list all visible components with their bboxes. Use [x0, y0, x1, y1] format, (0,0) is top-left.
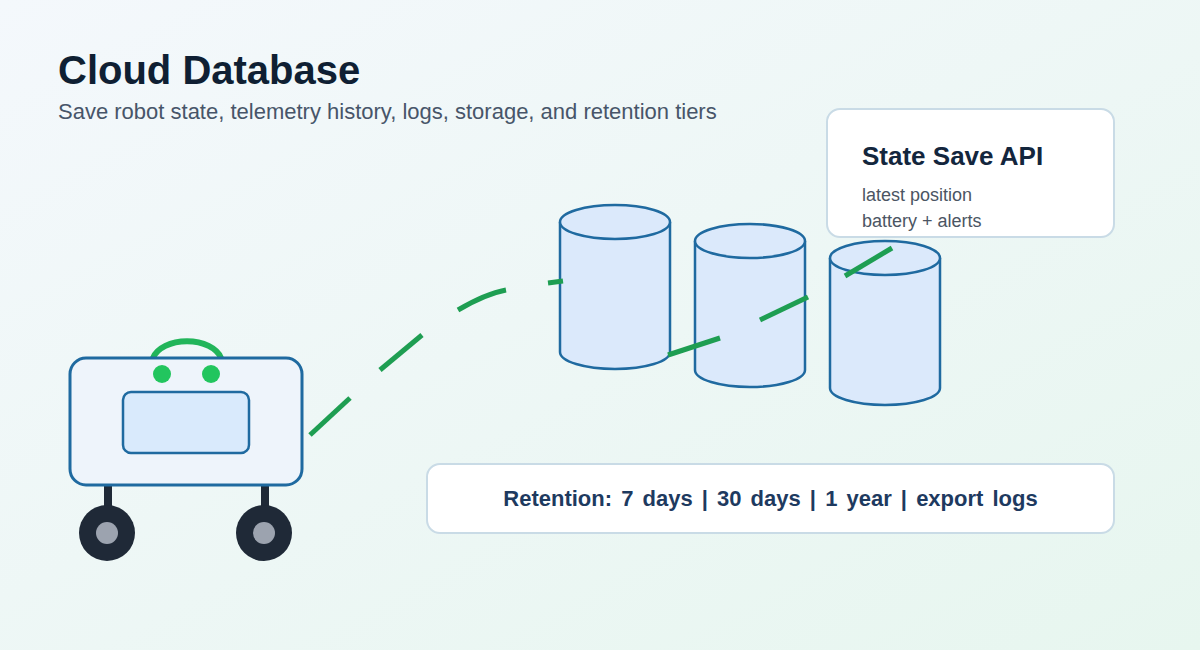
flow-dash	[380, 335, 422, 370]
flow-dash	[845, 248, 892, 276]
flow-dash	[548, 281, 563, 283]
robot-wheel	[236, 505, 292, 561]
cylinder-body	[560, 222, 670, 369]
data-flow-line	[310, 248, 892, 435]
cylinder-top	[560, 205, 670, 239]
robot-eye	[153, 365, 171, 383]
api-card: State Save API latest positionbattery + a…	[826, 108, 1115, 238]
retention-bar: Retention: 7 days | 30 days | 1 year | e…	[426, 463, 1115, 534]
robot-eye	[202, 365, 220, 383]
robot-body	[70, 358, 302, 485]
robot-screen	[123, 392, 249, 453]
node-body-text: battery + alerts	[862, 208, 1097, 234]
node-body-text: latest position	[862, 182, 1097, 208]
robot-antenna	[153, 341, 221, 358]
flow-dash	[458, 290, 506, 310]
robot-hub	[253, 522, 275, 544]
diagram-title: Cloud Database	[58, 48, 360, 93]
flow-dash	[760, 297, 808, 320]
cylinder-top	[695, 224, 805, 258]
cylinder-top	[830, 241, 940, 275]
node-heading: State Save API	[862, 140, 1097, 172]
robot-hub	[96, 522, 118, 544]
diagram-caption: Save robot state, telemetry history, log…	[58, 99, 717, 125]
flow-dash	[668, 338, 720, 355]
cylinder-body	[695, 241, 805, 387]
cylinder-body	[830, 258, 940, 405]
node-heading: Retention: 7 days | 30 days | 1 year | e…	[503, 486, 1037, 512]
robot-wheel	[79, 505, 135, 561]
robot-illustration	[70, 341, 302, 561]
flow-dash	[310, 398, 350, 435]
